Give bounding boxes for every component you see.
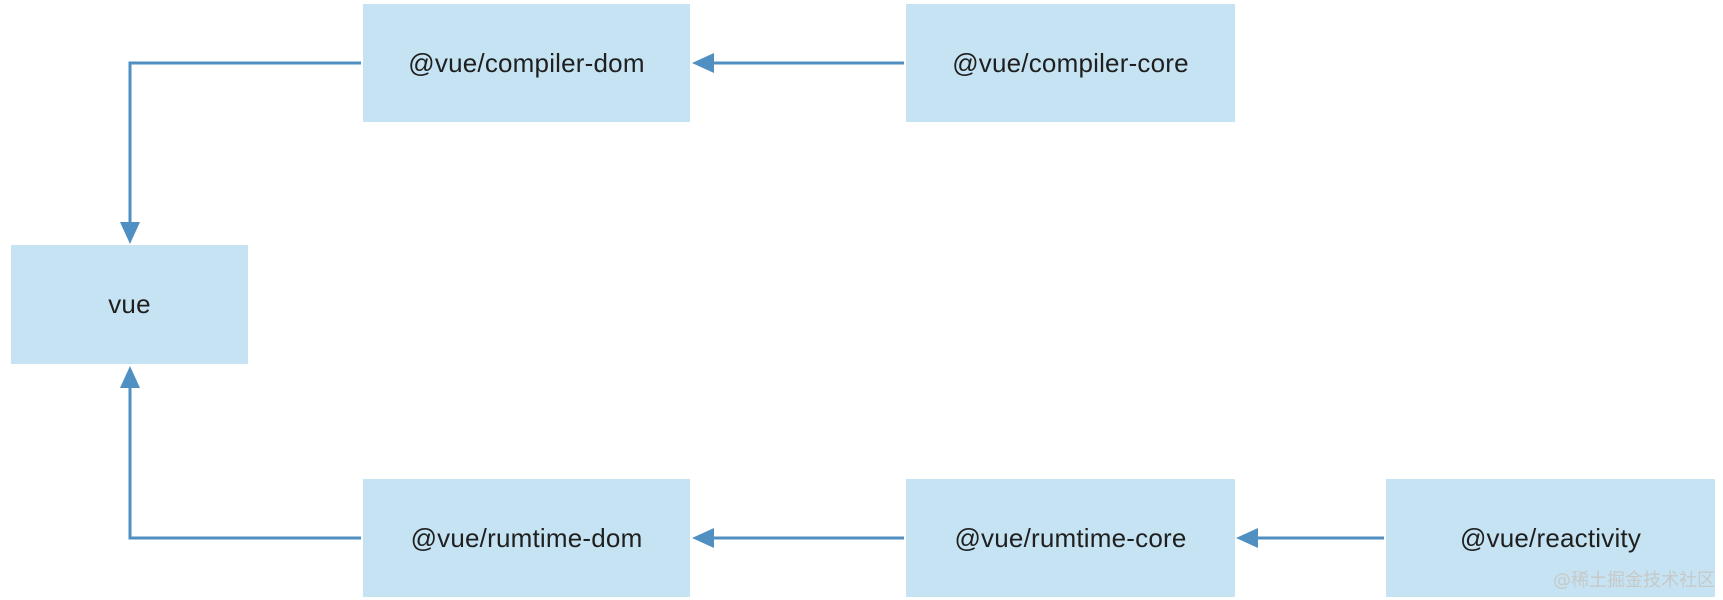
node-runtime-core: @vue/rumtime-core [906,479,1235,597]
node-compiler-dom: @vue/compiler-dom [363,4,690,122]
node-runtime-dom: @vue/rumtime-dom [363,479,690,597]
arrow-reactivity-to-runtime-core [1236,528,1384,548]
node-vue: vue [11,245,248,364]
node-compiler-core: @vue/compiler-core [906,4,1235,122]
arrow-compiler-core-to-compiler-dom [692,53,904,73]
node-reactivity-label: @vue/reactivity [1459,522,1642,553]
arrow-runtime-dom-to-vue [120,366,361,540]
arrow-runtime-core-to-runtime-dom [692,528,904,548]
watermark: @稀土掘金技术社区 [1553,570,1715,591]
node-runtime-dom-label: @vue/rumtime-dom [410,522,643,553]
node-reactivity: @vue/reactivity [1386,479,1715,597]
arrow-compiler-dom-to-vue [120,61,361,244]
node-runtime-core-label: @vue/rumtime-core [954,522,1187,553]
node-vue-label: vue [108,289,151,319]
node-compiler-dom-label: @vue/compiler-dom [408,47,645,78]
node-compiler-core-label: @vue/compiler-core [952,47,1189,78]
